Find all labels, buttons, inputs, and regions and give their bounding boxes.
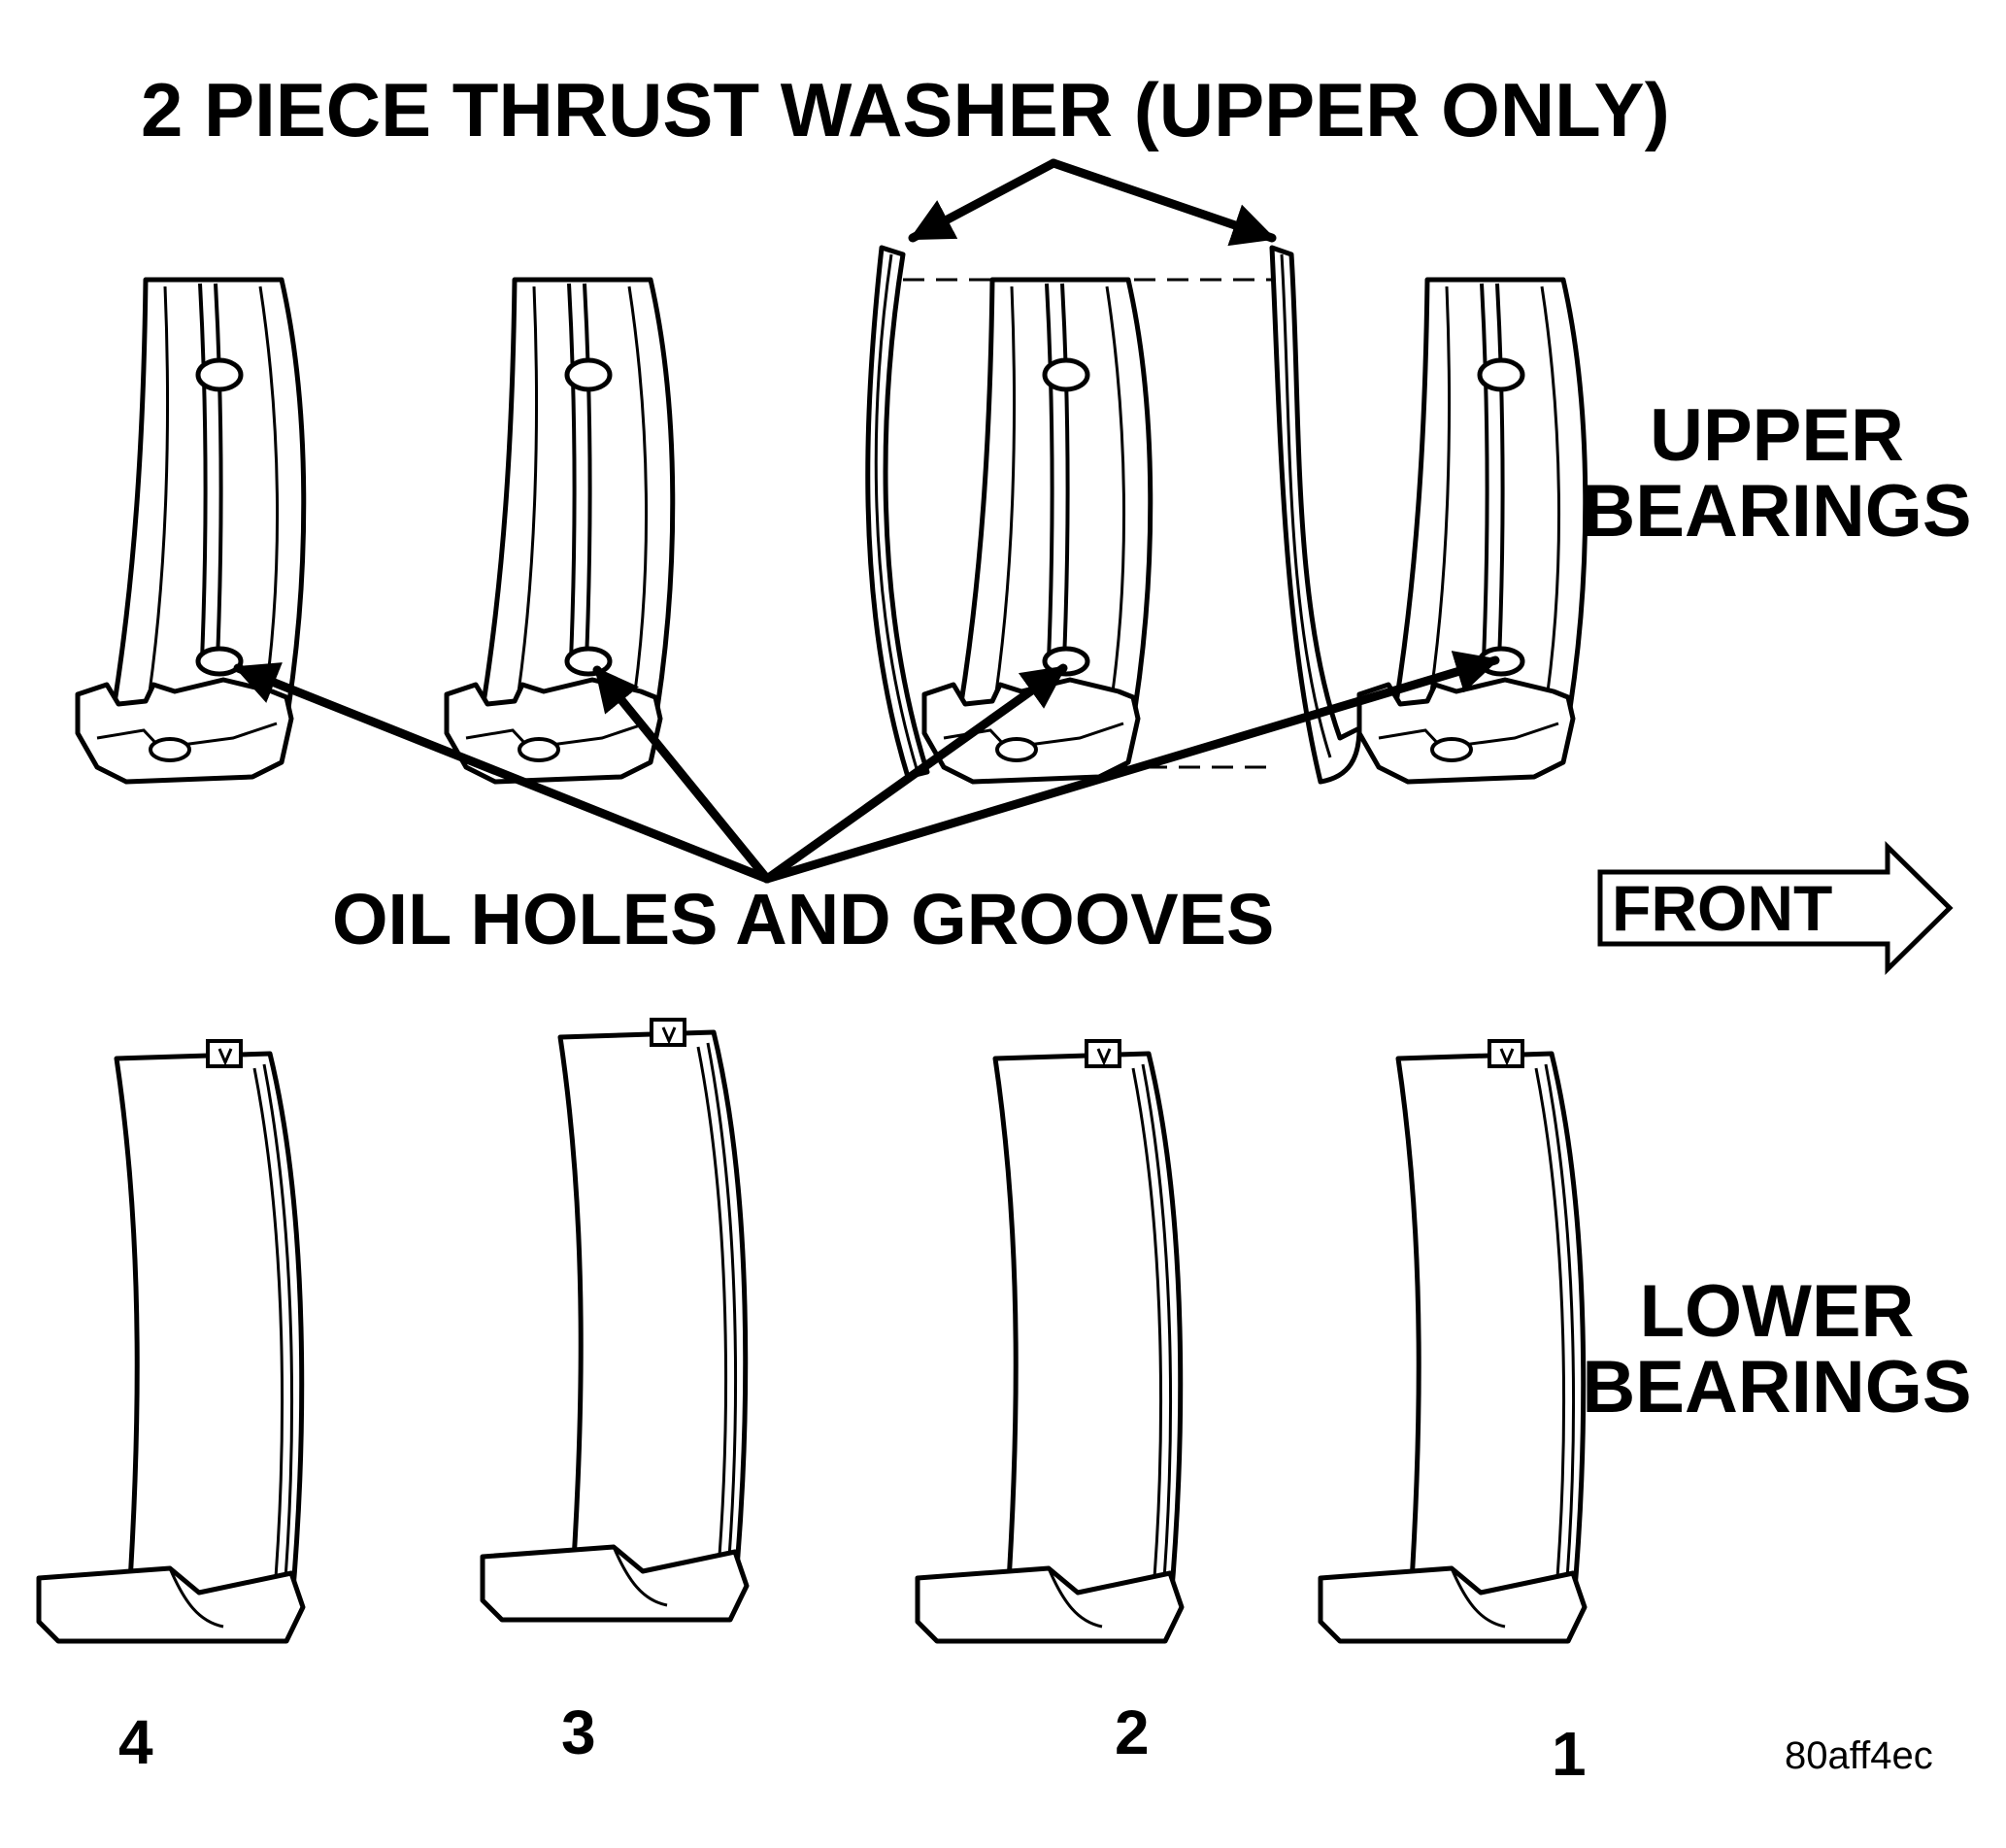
lower-label-line-1: LOWER — [1639, 1270, 1915, 1353]
bearing-number-1: 1 — [1552, 1719, 1587, 1789]
bearing-number-4: 4 — [118, 1707, 153, 1777]
upper-bearing-1 — [1359, 280, 1586, 782]
upper-bearing-2 — [924, 280, 1151, 782]
lower-bearing-3 — [483, 1020, 747, 1620]
lower-bearing-4 — [39, 1041, 303, 1641]
lower-label-line-2: BEARINGS — [1582, 1345, 1972, 1428]
front-arrow-outline — [1597, 841, 1954, 975]
figure-code: 80aff4ec — [1785, 1734, 1933, 1777]
oil-holes-label: OIL HOLES AND GROOVES — [332, 879, 1275, 959]
oil-holes-leaders — [233, 651, 1500, 884]
lower-bearing-2 — [918, 1041, 1182, 1641]
upper-bearing-3 — [447, 280, 673, 782]
upper-bearing-4 — [78, 280, 304, 782]
thrust-washer-leaders — [908, 158, 1277, 247]
front-label: FRONT — [1612, 872, 1833, 944]
lower-bearings-label: LOWER BEARINGS — [1563, 1274, 1990, 1425]
upper-bearings-label: UPPER BEARINGS — [1563, 398, 1990, 549]
thrust-washer-label: 2 PIECE THRUST WASHER (UPPER ONLY) — [141, 67, 1670, 152]
upper-label-line-2: BEARINGS — [1582, 469, 1972, 553]
bearing-number-2: 2 — [1115, 1697, 1150, 1767]
bearing-number-3: 3 — [561, 1697, 596, 1767]
upper-label-line-1: UPPER — [1650, 394, 1904, 477]
lower-bearing-1 — [1321, 1041, 1585, 1641]
